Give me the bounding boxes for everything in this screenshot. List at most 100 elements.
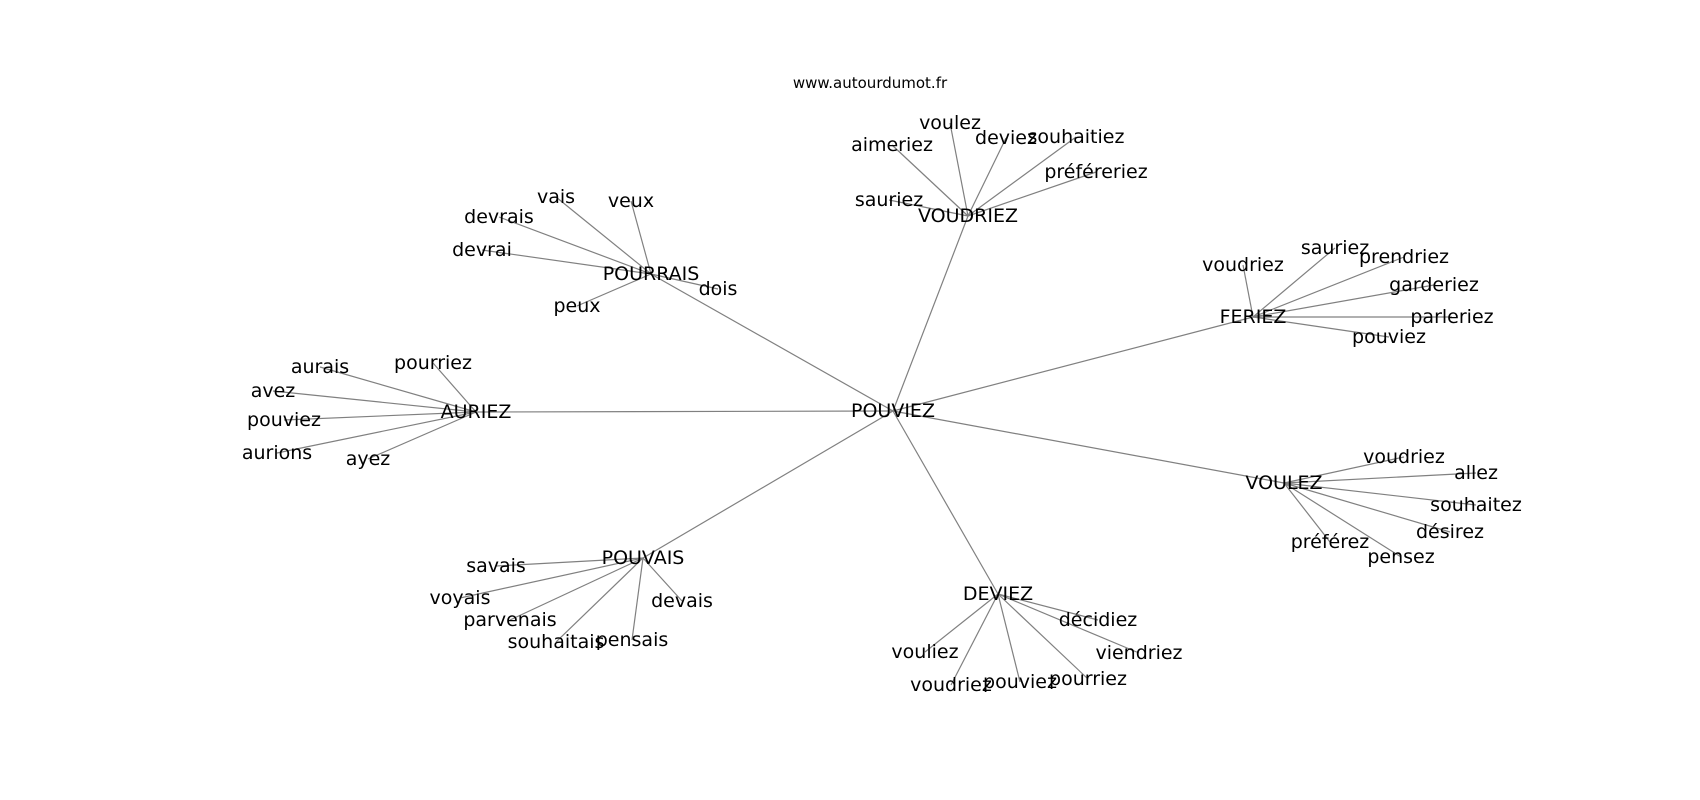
edge-hub-leaf bbox=[495, 557, 644, 567]
hub-node[interactable]: POUVAIS bbox=[602, 547, 685, 569]
edge-center-hub bbox=[892, 316, 1254, 412]
leaf-node[interactable]: dois bbox=[699, 278, 738, 300]
hub-node[interactable]: VOUDRIEZ bbox=[918, 205, 1018, 227]
edge-hub-leaf bbox=[1242, 264, 1254, 318]
edge-hub-leaf bbox=[481, 249, 652, 275]
hub-node[interactable]: VOULEZ bbox=[1245, 472, 1322, 494]
leaf-node[interactable]: souhaitiez bbox=[1028, 126, 1125, 148]
leaf-node[interactable]: savais bbox=[466, 555, 526, 577]
leaf-node[interactable]: aurions bbox=[242, 442, 312, 464]
leaf-node[interactable]: devrais bbox=[464, 206, 534, 228]
leaf-node[interactable]: viendriez bbox=[1095, 642, 1182, 664]
edge-hub-leaf bbox=[1252, 316, 1390, 338]
leaf-node[interactable]: souhaitez bbox=[1430, 494, 1522, 516]
edge-hub-leaf bbox=[1252, 247, 1336, 318]
edge-center-hub bbox=[892, 215, 969, 412]
leaf-node[interactable]: décidiez bbox=[1059, 609, 1138, 631]
edge-hub-leaf bbox=[459, 557, 644, 599]
hub-node[interactable]: POURRAIS bbox=[603, 263, 700, 285]
edge-center-hub bbox=[892, 410, 1285, 484]
edge-hub-leaf bbox=[276, 411, 477, 454]
leaf-node[interactable]: préférez bbox=[1291, 531, 1370, 553]
leaf-node[interactable]: pourriez bbox=[1049, 668, 1127, 690]
leaf-node[interactable]: peux bbox=[553, 295, 600, 317]
leaf-node[interactable]: pourriez bbox=[394, 352, 472, 374]
edge-hub-leaf bbox=[367, 411, 477, 460]
leaf-node[interactable]: avez bbox=[251, 380, 296, 402]
edge-hub-leaf bbox=[891, 144, 969, 217]
edge-hub-leaf bbox=[949, 122, 969, 217]
leaf-node[interactable]: veux bbox=[608, 190, 654, 212]
leaf-node[interactable]: sauriez bbox=[1301, 237, 1369, 259]
leaf-node[interactable]: pensez bbox=[1367, 546, 1434, 568]
edge-hub-leaf bbox=[997, 593, 1089, 680]
hub-node[interactable]: DEVIEZ bbox=[963, 583, 1033, 605]
edge-hub-leaf bbox=[319, 366, 477, 413]
leaf-node[interactable]: voudriez bbox=[910, 674, 992, 696]
leaf-node[interactable]: prendriez bbox=[1359, 246, 1449, 268]
labels-layer: www.autourdumot.fr POUVIEZ VOUDRIEZ aimeri… bbox=[242, 74, 1522, 696]
edge-hub-leaf bbox=[967, 136, 1077, 217]
edge-hub-leaf bbox=[997, 593, 1140, 654]
edge-hub-leaf bbox=[631, 557, 644, 641]
source-url: www.autourdumot.fr bbox=[793, 74, 948, 92]
edge-hub-leaf bbox=[642, 557, 683, 602]
leaf-node[interactable]: devrai bbox=[452, 239, 512, 261]
edges-layer bbox=[272, 122, 1477, 686]
leaf-node[interactable]: deviez bbox=[975, 127, 1037, 149]
leaf-node[interactable]: vouliez bbox=[891, 641, 958, 663]
edge-hub-leaf bbox=[432, 362, 477, 413]
leaf-node[interactable]: ayez bbox=[346, 448, 391, 470]
edge-hub-leaf bbox=[997, 593, 1021, 683]
hub-node[interactable]: FERIEZ bbox=[1220, 306, 1287, 328]
leaf-node[interactable]: aurais bbox=[291, 356, 349, 378]
leaf-node[interactable]: voulez bbox=[919, 112, 981, 134]
edge-hub-leaf bbox=[1283, 472, 1477, 484]
leaf-node[interactable]: pouviez bbox=[247, 409, 321, 431]
leaf-node[interactable]: sauriez bbox=[855, 189, 923, 211]
leaf-node[interactable]: garderiez bbox=[1389, 274, 1479, 296]
leaf-node[interactable]: allez bbox=[1454, 462, 1498, 484]
leaf-node[interactable]: pouviez bbox=[1352, 326, 1426, 348]
edge-hub-leaf bbox=[967, 171, 1097, 217]
edge-center-hub bbox=[642, 410, 894, 559]
leaf-node[interactable]: vais bbox=[537, 186, 575, 208]
leaf-node[interactable]: parleriez bbox=[1410, 306, 1493, 328]
edge-hub-leaf bbox=[283, 411, 477, 421]
edge-hub-leaf bbox=[650, 273, 719, 290]
edge-hub-leaf bbox=[555, 557, 644, 643]
edge-hub-leaf bbox=[1283, 482, 1477, 506]
leaf-node[interactable]: souhaitais bbox=[508, 631, 605, 653]
center-node[interactable]: POUVIEZ bbox=[851, 400, 935, 422]
edge-hub-leaf bbox=[1283, 482, 1402, 558]
leaf-node[interactable]: parvenais bbox=[463, 609, 556, 631]
edge-hub-leaf bbox=[967, 137, 1007, 217]
edge-hub-leaf bbox=[1283, 482, 1451, 533]
edge-hub-leaf bbox=[630, 200, 652, 275]
edge-hub-leaf bbox=[1252, 284, 1435, 318]
edge-hub-leaf bbox=[924, 593, 999, 653]
leaf-node[interactable]: désirez bbox=[1416, 521, 1484, 543]
leaf-node[interactable]: devais bbox=[651, 590, 713, 612]
leaf-node[interactable]: voyais bbox=[430, 587, 491, 609]
edge-hub-leaf bbox=[555, 196, 652, 275]
leaf-node[interactable]: voudriez bbox=[1202, 254, 1284, 276]
edge-hub-leaf bbox=[997, 593, 1099, 621]
edge-hub-leaf bbox=[498, 216, 652, 275]
leaf-node[interactable]: pensais bbox=[596, 629, 669, 651]
edge-hub-leaf bbox=[509, 557, 644, 621]
hub-node[interactable]: AURIEZ bbox=[441, 401, 512, 423]
leaf-node[interactable]: voudriez bbox=[1363, 446, 1445, 468]
edge-center-hub bbox=[650, 273, 894, 412]
edge-hub-leaf bbox=[1283, 482, 1331, 543]
edge-hub-leaf bbox=[1283, 456, 1405, 484]
leaf-node[interactable]: préféreriez bbox=[1044, 161, 1147, 183]
edge-hub-leaf bbox=[272, 390, 477, 413]
edge-center-hub bbox=[892, 410, 999, 595]
edge-hub-leaf bbox=[1252, 256, 1405, 318]
leaf-node[interactable]: pouviez bbox=[983, 671, 1057, 693]
edge-center-hub bbox=[475, 410, 894, 413]
edge-hub-leaf bbox=[576, 273, 652, 307]
leaf-node[interactable]: aimeriez bbox=[851, 134, 933, 156]
